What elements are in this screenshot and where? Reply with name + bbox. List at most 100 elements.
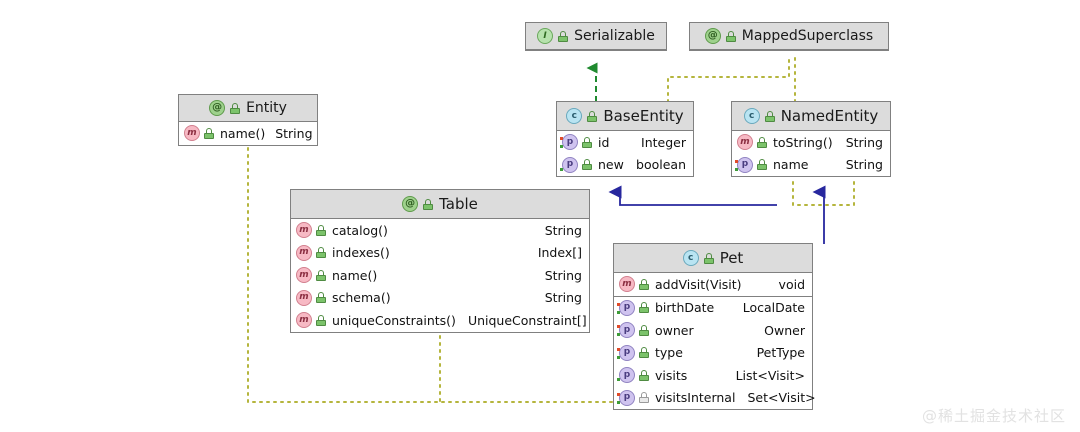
member-name: addVisit(Visit) [655, 276, 742, 292]
member-name: name() [332, 267, 378, 283]
node-serializable[interactable]: I Serializable [525, 22, 667, 51]
node-baseentity-name: BaseEntity [603, 107, 684, 125]
node-namedentity[interactable]: c NamedEntity m toString() String p name… [731, 101, 891, 177]
class-icon: c [566, 108, 583, 124]
node-mappedsuperclass-name: MappedSuperclass [741, 28, 874, 44]
member-name: type [655, 345, 683, 361]
modifier-dot [617, 310, 620, 314]
member-row[interactable]: m indexes() Index[] [291, 242, 589, 265]
annotation-icon: @ [704, 28, 721, 44]
member-type: String [845, 134, 883, 150]
node-table-title: @ Table [291, 190, 589, 219]
property-icon: p [560, 156, 578, 173]
node-entity-members: m name() String [179, 122, 317, 145]
lock-icon [582, 136, 592, 148]
member-name: id [598, 134, 610, 150]
member-type: void [778, 276, 805, 292]
member-type: String [544, 290, 582, 306]
lock-icon [423, 198, 434, 210]
property-icon: p [617, 322, 635, 339]
lock-icon [582, 159, 592, 171]
watermark: @稀土掘金技术社区 [921, 407, 1066, 425]
member-row[interactable]: m uniqueConstraints() UniqueConstraint[] [291, 309, 589, 332]
method-icon: m [737, 134, 753, 151]
modifier-dot [617, 400, 620, 404]
lock-icon [639, 347, 649, 359]
modifier-dot [617, 347, 620, 351]
modifier-dot [617, 355, 620, 359]
edge-pet-entity [247, 147, 614, 403]
node-namedentity-members: m toString() String p name String [732, 131, 890, 176]
modifier-dot [617, 302, 620, 306]
member-row[interactable]: p owner Owner [614, 319, 812, 342]
member-name: indexes() [332, 245, 390, 261]
member-type: String [845, 157, 883, 173]
member-row[interactable]: m addVisit(Visit) void [614, 273, 812, 296]
lock-icon [230, 102, 241, 114]
lock-icon [558, 30, 569, 42]
member-row[interactable]: p visits List<Visit> [614, 364, 812, 387]
lock-icon [587, 110, 598, 122]
modifier-dot [617, 378, 620, 382]
member-name: birthDate [655, 300, 715, 316]
node-serializable-title: I Serializable [526, 23, 666, 50]
node-pet-name: Pet [719, 249, 744, 267]
member-type: Integer [641, 134, 686, 150]
node-pet-title: c Pet [614, 244, 812, 273]
property-icon: p [735, 156, 753, 173]
method-icon: m [296, 244, 312, 261]
node-table[interactable]: @ Table m catalog() String m indexes() I… [290, 189, 590, 333]
node-entity-title: @ Entity [179, 95, 317, 122]
member-type: Index[] [537, 245, 582, 261]
lock-icon [764, 110, 775, 122]
method-icon: m [296, 222, 312, 239]
node-namedentity-name: NamedEntity [780, 107, 879, 125]
member-row[interactable]: p birthDate LocalDate [614, 297, 812, 320]
property-icon: p [617, 299, 635, 316]
method-icon: m [619, 276, 635, 293]
modifier-dot [735, 159, 738, 163]
node-baseentity[interactable]: c BaseEntity p id Integer p new boolean [556, 101, 694, 177]
class-icon: c [682, 250, 699, 266]
node-serializable-name: Serializable [574, 28, 655, 44]
member-type: LocalDate [742, 300, 805, 316]
modifier-dot [560, 167, 563, 171]
node-entity[interactable]: @ Entity m name() String [178, 94, 318, 146]
node-namedentity-title: c NamedEntity [732, 102, 890, 131]
method-icon: m [296, 312, 312, 329]
interface-icon: I [537, 28, 554, 44]
lock-icon [639, 302, 649, 314]
node-pet[interactable]: c Pet m addVisit(Visit) void p birthDate… [613, 243, 816, 410]
member-type: String [544, 222, 582, 238]
member-row[interactable]: m schema() String [291, 287, 589, 310]
class-icon: c [743, 108, 760, 124]
member-row[interactable]: p id Integer [557, 131, 693, 154]
modifier-dot [617, 392, 620, 396]
node-mappedsuperclass-title: @ MappedSuperclass [690, 23, 888, 50]
node-table-members: m catalog() String m indexes() Index[] m… [291, 219, 589, 332]
member-row[interactable]: p name String [732, 154, 890, 177]
member-name: uniqueConstraints() [332, 312, 456, 328]
lock-icon [204, 127, 214, 139]
node-mappedsuperclass[interactable]: @ MappedSuperclass [689, 22, 889, 51]
member-row[interactable]: m name() String [291, 264, 589, 287]
member-row[interactable]: m catalog() String [291, 219, 589, 242]
member-type: Set<Visit> [747, 390, 816, 406]
member-row[interactable]: m toString() String [732, 131, 890, 154]
member-row[interactable]: p type PetType [614, 342, 812, 365]
modifier-dot [560, 145, 563, 149]
property-icon: p [617, 367, 635, 384]
member-type: PetType [756, 345, 805, 361]
member-row[interactable]: p visitsInternal Set<Visit> [614, 387, 816, 410]
member-name: schema() [332, 290, 391, 306]
lock-icon [316, 314, 326, 326]
member-row[interactable]: m name() String [179, 122, 317, 145]
annotation-icon: @ [209, 100, 226, 116]
edge-baseentity-mappedsuperclass [667, 54, 790, 103]
lock-icon [757, 159, 767, 171]
lock-icon [639, 324, 649, 336]
node-pet-methods: m addVisit(Visit) void [614, 273, 812, 296]
member-name: name() [220, 125, 266, 141]
member-row[interactable]: p new boolean [557, 154, 693, 177]
